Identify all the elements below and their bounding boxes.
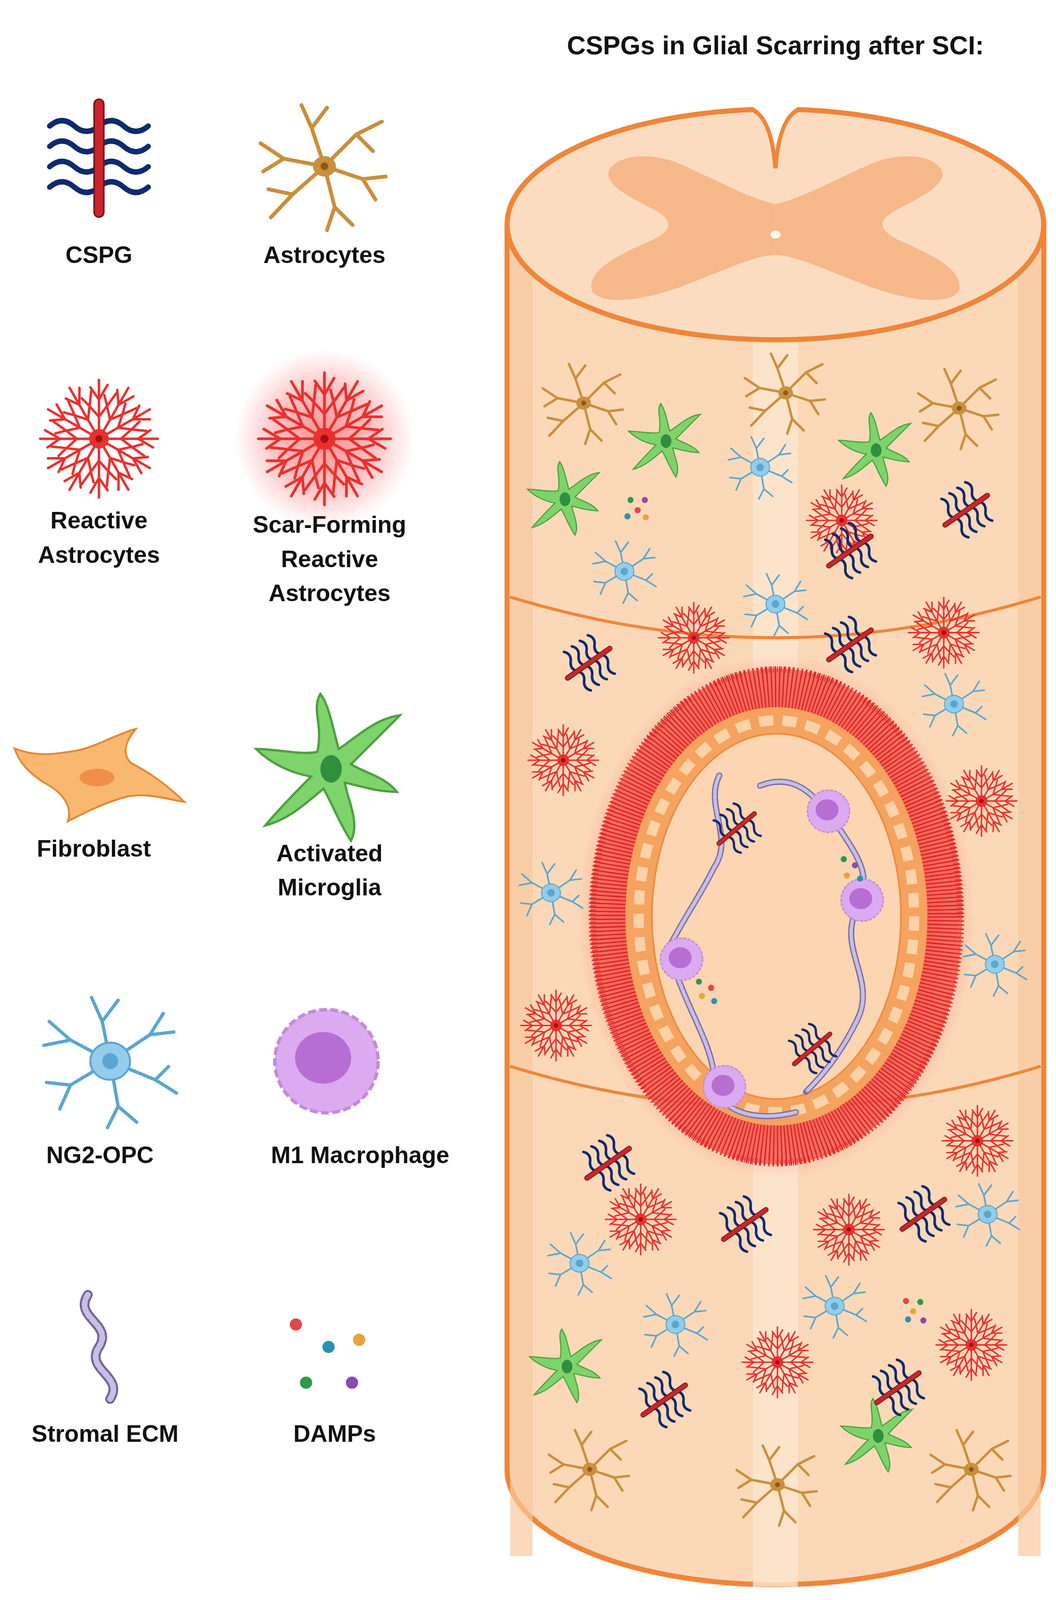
legend-label: M1 Macrophage (270, 1137, 450, 1173)
scar-glow (234, 348, 414, 529)
label-box: Activated Microglia (239, 836, 420, 905)
legend-label: Scar-Forming Reactive Astrocytes (225, 507, 434, 611)
label-box: Fibroblast (36, 831, 152, 866)
macrophage-icon (274, 1009, 379, 1113)
ecm-icon (82, 1292, 116, 1400)
damps-icon (289, 1317, 366, 1389)
legend-label: Reactive Astrocytes (9, 503, 189, 572)
cspg-icon (49, 99, 149, 218)
label-box: Stromal ECM (31, 1416, 179, 1451)
title: CSPGs in Glial Scarring after SCI: (566, 26, 984, 65)
legend-label: CSPG (65, 237, 133, 273)
label-box: Scar-Forming Reactive Astrocytes (225, 507, 434, 611)
cells (519, 353, 1027, 1525)
label-box: M1 Macrophage (270, 1137, 450, 1173)
label-box: DAMPs (293, 1416, 376, 1451)
legend-label: Stromal ECM (31, 1416, 179, 1451)
label-box: NG2-OPC (46, 1137, 154, 1173)
label-box: Astrocytes (263, 237, 386, 273)
label-box: Reactive Astrocytes (9, 503, 189, 572)
legend-label: Astrocytes (263, 237, 386, 273)
legend-label: Fibroblast (36, 831, 152, 866)
legend-label: Activated Microglia (239, 836, 420, 905)
scar-astrocyte-icon (257, 371, 392, 506)
legend-label: DAMPs (293, 1416, 376, 1451)
fibroblast-icon (14, 728, 185, 821)
spinal-cord (506, 106, 1044, 1587)
lesion (577, 652, 976, 1180)
reactive-astrocyte-icon (39, 379, 159, 499)
opc-icon (43, 996, 177, 1127)
label-box: CSPGs in Glial Scarring after SCI: (566, 26, 984, 65)
label-box: CSPG (65, 237, 133, 273)
legend-label: NG2-OPC (46, 1137, 154, 1173)
microglia-icon (255, 693, 400, 841)
astrocyte-icon (260, 105, 386, 231)
